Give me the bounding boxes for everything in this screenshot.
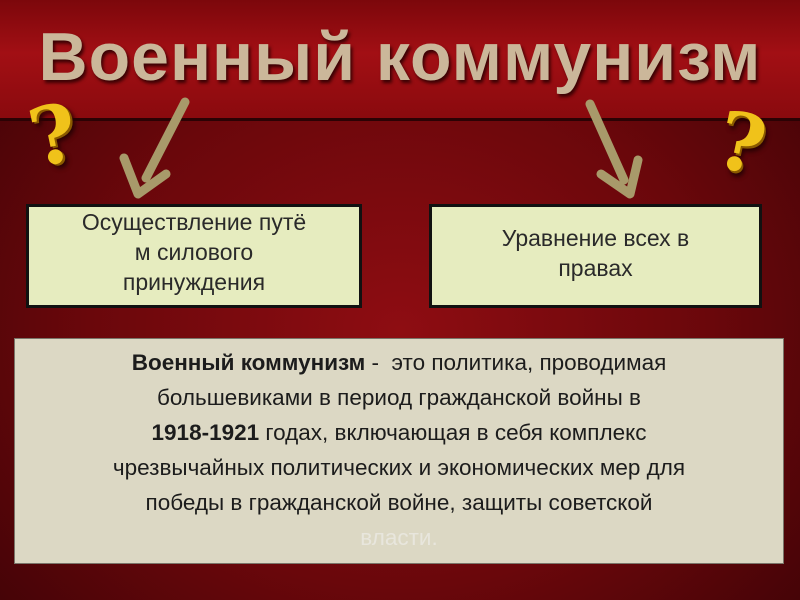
definition-line-3: 1918-1921 годах, включающая в себя компл… (35, 415, 763, 450)
definition-line-4: чрезвычайных политических и экономически… (112, 455, 686, 480)
definition-box: Военный коммунизм - это политика, провод… (14, 338, 784, 564)
definition-line-1: Военный коммунизм - это политика, провод… (35, 345, 763, 380)
arrow-left-icon (119, 97, 190, 199)
definition-line-5: победы в гражданской войне, защиты совет… (145, 490, 653, 515)
coercion-line-2: м силового (134, 239, 254, 265)
definition-line-6: власти. (360, 525, 438, 550)
coercion-line-3: принуждения (122, 269, 266, 295)
definition-line-2: большевиками в период гражданской войны … (157, 385, 641, 410)
coercion-line-1: Осуществление путё (81, 209, 307, 235)
definition-line-3-rest: годах, включающая в себя комплекс (259, 420, 647, 445)
title-banner: Военный коммунизм (0, 0, 800, 121)
page-title: Военный коммунизм (38, 19, 762, 95)
equality-line-1: Уравнение всех в (501, 225, 690, 251)
arrow-right-icon (585, 99, 643, 199)
equality-line-2: правах (558, 255, 633, 281)
definition-term: Военный коммунизм (131, 350, 366, 375)
definition-years: 1918-1921 (151, 420, 260, 445)
coercion-box: Осуществление путё м силового принуждени… (26, 204, 362, 308)
equality-box: Уравнение всех в правах (429, 204, 762, 308)
definition-line-1-rest: - это политика, проводимая (365, 350, 667, 375)
